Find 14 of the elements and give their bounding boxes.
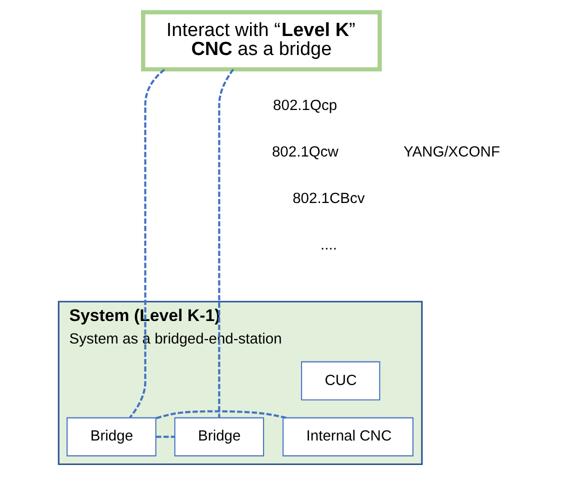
- connector: [156, 410, 286, 420]
- label: YANG/XCONF: [403, 144, 500, 161]
- connector: [156, 436, 175, 438]
- node-box: Internal CNC: [282, 417, 414, 456]
- node-box: Bridge: [174, 417, 264, 456]
- node-box: Interact with “Level K” CNC as a bridge: [141, 10, 382, 72]
- label: ....: [320, 238, 337, 254]
- connector: [129, 68, 166, 418]
- node-box: CUC: [301, 361, 380, 400]
- connector: [218, 68, 234, 418]
- node-box: Bridge: [66, 417, 156, 456]
- label: 802.1CBcv: [292, 191, 365, 208]
- label: 802.1Qcw: [272, 144, 338, 161]
- label: 802.1Qcp: [273, 98, 338, 114]
